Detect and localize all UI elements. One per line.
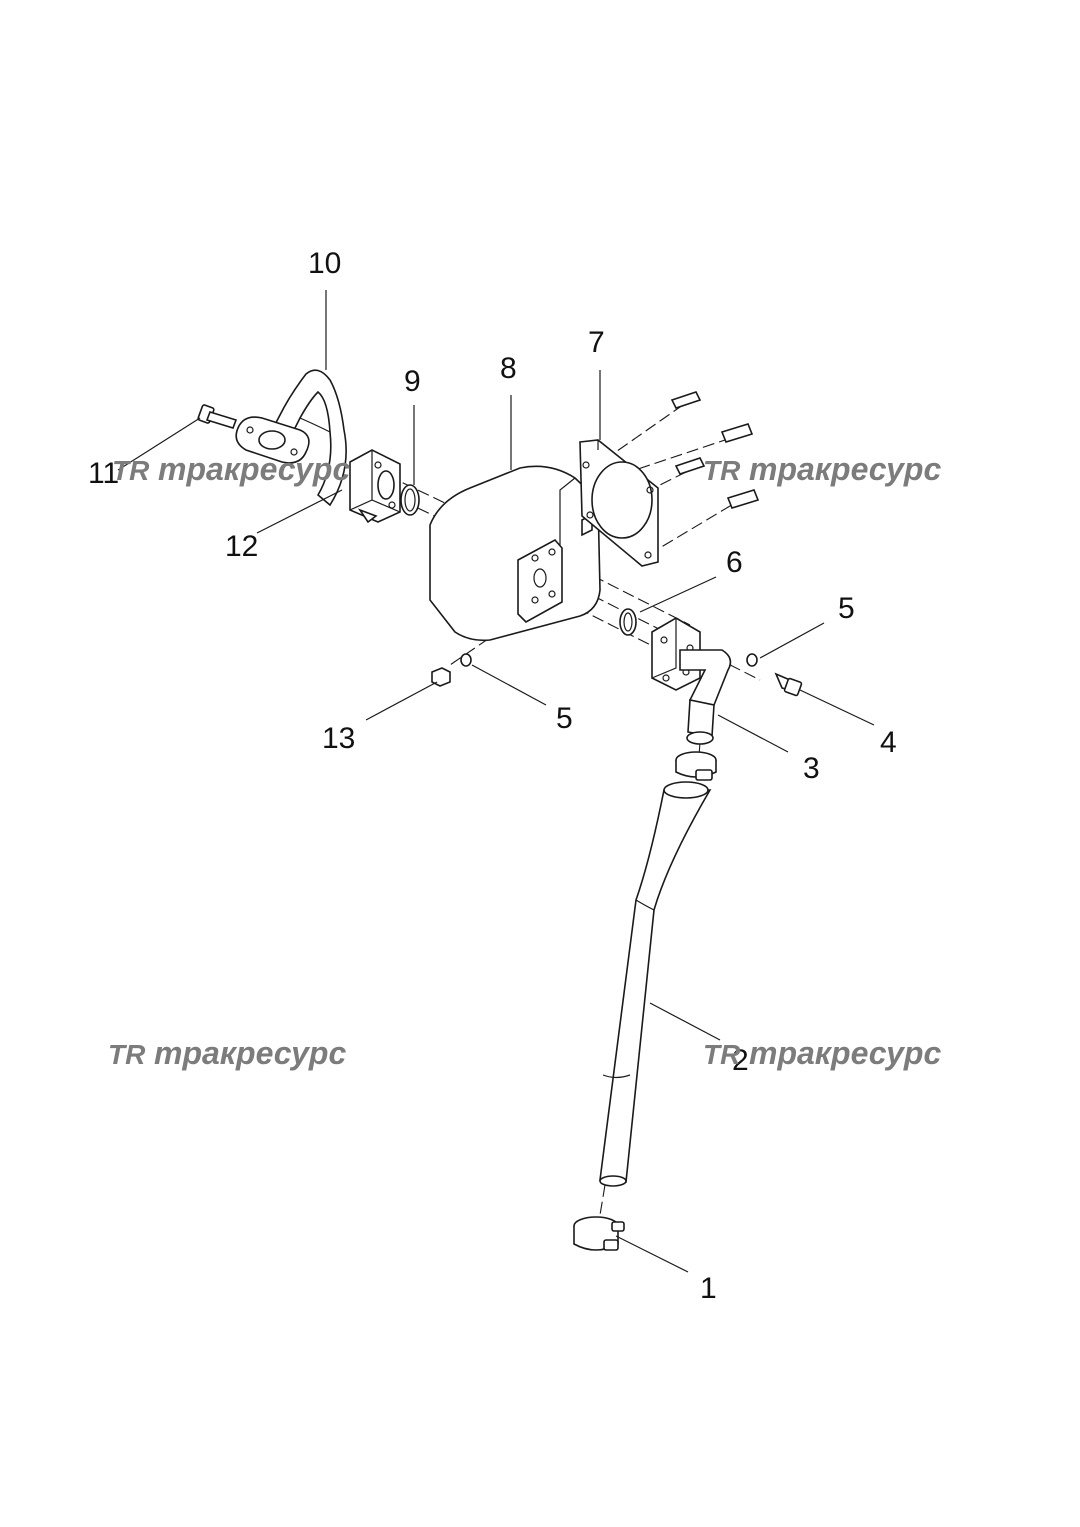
studs (670, 391, 760, 509)
part-5-washer-left (460, 653, 472, 667)
part-4-bolt (774, 672, 803, 697)
callouts: 1 2 3 4 5 5 6 7 8 9 10 11 12 13 (88, 247, 897, 1305)
watermark-top-left: TR тракресурс (112, 451, 350, 487)
callout-11: 11 (88, 457, 119, 490)
callout-5-right: 5 (838, 592, 855, 625)
callout-2: 2 (732, 1044, 749, 1077)
part-13-nut (431, 667, 451, 687)
callout-4: 4 (880, 726, 897, 759)
watermarks: TR тракресурс TR тракресурс TR тракресур… (108, 451, 941, 1071)
part-9-o-ring (400, 484, 420, 516)
callout-10: 10 (308, 247, 341, 280)
watermark-text: тракресурс (749, 451, 941, 487)
leader-lines (117, 290, 875, 1273)
part-1-lower-clamp (573, 1216, 625, 1251)
part-6-o-ring (619, 608, 637, 636)
part-5-washer-right (746, 653, 758, 667)
watermark-text: тракресурс (158, 451, 350, 487)
upper-clamp (675, 751, 717, 781)
watermark-logo: TR (703, 1039, 741, 1070)
callout-9: 9 (404, 365, 421, 398)
part-11-bolt (197, 404, 238, 429)
watermark-logo: TR (112, 455, 150, 486)
part-12-left-flange (349, 449, 401, 524)
part-10-bent-tube (235, 369, 347, 507)
watermark-bottom-right: TR тракресурс (703, 1035, 941, 1071)
callout-1: 1 (700, 1272, 717, 1305)
callout-3: 3 (803, 752, 820, 785)
watermark-text: тракресурс (154, 1035, 346, 1071)
part-8-housing (429, 465, 601, 642)
watermark-logo: TR (703, 455, 741, 486)
part-2-hose (599, 781, 712, 1187)
watermark-top-right: TR тракресурс (703, 451, 941, 487)
watermark-logo: TR (108, 1039, 146, 1070)
callout-8: 8 (500, 352, 517, 385)
watermark-bottom-left: TR тракресурс (108, 1035, 346, 1071)
callout-6: 6 (726, 546, 743, 579)
callout-12: 12 (225, 530, 258, 563)
callout-7: 7 (588, 326, 605, 359)
watermark-text: тракресурс (749, 1035, 941, 1071)
callout-13: 13 (322, 722, 355, 755)
part-7-gasket (579, 439, 659, 567)
callout-5-left: 5 (556, 702, 573, 735)
right-flange-elbow (651, 617, 732, 745)
fasteners (431, 653, 803, 697)
